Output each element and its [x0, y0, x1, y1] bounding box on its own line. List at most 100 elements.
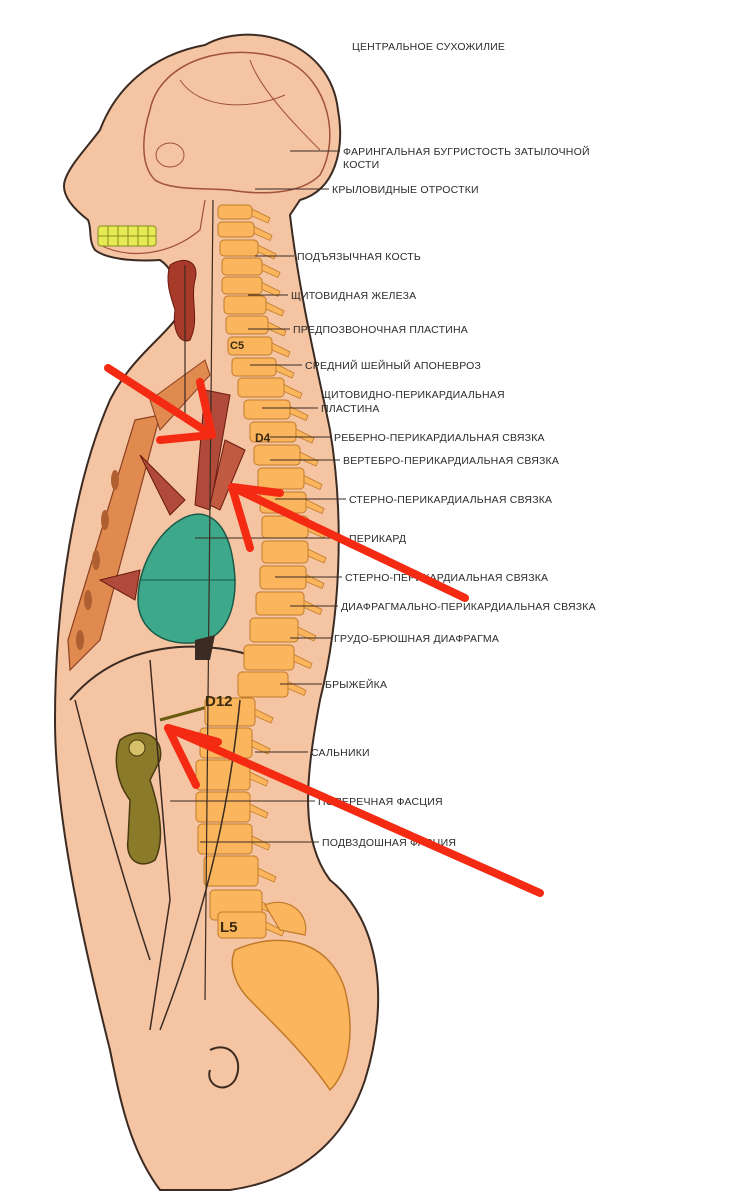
vertebra-label-d12: D12	[205, 693, 233, 710]
label-10: ПЛАСТИНА	[321, 403, 380, 415]
vertebra-10	[237, 377, 285, 398]
costo-pericardial-ligament	[139, 454, 186, 516]
label-2: ФАРИНГАЛЬНАЯ БУГРИСТОСТЬ ЗАТЫЛОЧНОЙ	[343, 145, 590, 158]
label-17: ГРУДО-БРЮШНАЯ ДИАФРАГМА	[334, 633, 499, 645]
label-4: КРЫЛОВИДНЫЕ ОТРОСТКИ	[332, 184, 479, 196]
label-11: РЕБЕРНО-ПЕРИКАРДИАЛЬНАЯ СВЯЗКА	[334, 432, 545, 444]
vertebra-spinous-process-2	[253, 225, 273, 242]
rib-holes	[76, 470, 119, 650]
jaw	[99, 199, 206, 255]
thyroid-gland	[167, 260, 197, 342]
diaphragm	[69, 645, 251, 701]
vertebra-spinous-process-30	[265, 921, 285, 937]
label-13: СТЕРНО-ПЕРИКАРДИАЛЬНАЯ СВЯЗКА	[349, 494, 552, 506]
sterno-pericardial-ligament-lower	[98, 569, 141, 601]
vertebra-21	[243, 644, 295, 671]
vertebra-6	[223, 295, 267, 315]
diaphragm-crus	[195, 635, 215, 660]
pelvis	[231, 939, 351, 1092]
vertebra-19	[255, 591, 305, 616]
vertebra-22	[237, 671, 289, 698]
anterior-abdominal-line	[74, 699, 151, 961]
vertebra-label-c5: C5	[230, 340, 244, 352]
vertebra-spinous-process-18	[305, 573, 325, 590]
iliac-fascia-line	[159, 699, 241, 1031]
vertebra-spinous-process-19	[303, 599, 323, 616]
red-arrow-upper	[104, 364, 216, 439]
label-18: БРЫЖЕЙКА	[325, 678, 387, 691]
abdominal-organ-inner	[128, 739, 146, 757]
vertebra-9	[231, 357, 277, 377]
vertebra-spinous-process-22	[287, 680, 307, 697]
red-arrow-middle-head	[228, 483, 284, 552]
vertebra-spinous-process-8	[271, 342, 291, 358]
vertebra-spinous-process-17	[307, 548, 327, 564]
leader-lines	[170, 150, 346, 843]
vertebra-2	[217, 221, 255, 238]
label-group: ЦЕНТРАЛЬНОЕ СУХОЖИЛИЕ ФАРИНГАЛЬНАЯ БУГРИС…	[291, 41, 596, 849]
vertebra-17	[261, 540, 309, 564]
vertebra-spinous-process-3	[257, 244, 277, 260]
red-arrow-lower	[164, 724, 544, 897]
label-15: СТЕРНО-ПЕРИКАРДИАЛЬНАЯ СВЯЗКА	[345, 572, 548, 584]
vertebra-5	[221, 276, 263, 295]
vertebra-spinous-process-6	[265, 301, 285, 317]
vertebra-14	[257, 467, 305, 490]
vertebra-label-l5: L5	[220, 919, 238, 936]
red-arrow-lower-head	[164, 724, 222, 789]
vertebra-spinous-process-26	[249, 803, 269, 819]
label-8: СРЕДНИЙ ШЕЙНЫЙ АПОНЕВРОЗ	[305, 359, 481, 372]
skull	[143, 51, 331, 194]
vertebra-spinous-process-23	[254, 708, 274, 724]
sacrum	[264, 901, 307, 936]
vertebra-spinous-process-4	[261, 262, 281, 279]
label-3: КОСТИ	[343, 159, 379, 171]
vertebra-spinous-process-24	[251, 739, 271, 755]
transverse-fascia-line	[149, 659, 171, 1031]
label-14: ПЕРИКАРД	[349, 533, 406, 545]
vertebra-11	[243, 399, 291, 420]
label-19: САЛЬНИКИ	[311, 747, 370, 759]
skull-orbit	[155, 142, 185, 168]
red-arrow-middle	[228, 483, 469, 602]
vertebra-13	[253, 444, 301, 466]
vertebra-spinous-process-5	[261, 281, 281, 298]
vertebra-spinous-process-28	[257, 867, 277, 883]
vertebra-spinous-process-13	[299, 451, 319, 467]
label-16: ДИАФРАГМАЛЬНО-ПЕРИКАРДИАЛЬНАЯ СВЯЗКА	[341, 601, 596, 613]
vertebra-spinous-process-9	[275, 363, 295, 379]
vertebra-spinous-process-21	[293, 653, 313, 670]
red-arrow-upper-head	[156, 378, 216, 444]
vertebra-spinous-process-1	[251, 208, 271, 224]
vertebra-spinous-process-12	[295, 428, 315, 444]
vertebra-spinous-process-10	[283, 383, 303, 400]
vertebra-1	[217, 204, 253, 220]
label-7: ПРЕДПОЗВОНОЧНАЯ ПЛАСТИНА	[293, 324, 468, 336]
vertebra-spinous-process-15	[305, 498, 325, 515]
vertebra-spinous-process-11	[289, 405, 309, 422]
middle-cervical-aponeurosis	[149, 359, 211, 431]
vertebra-3	[219, 239, 259, 257]
abdominal-organ	[115, 732, 162, 865]
label-9: ЩИТОВИДНО-ПЕРИКАРДИАЛЬНАЯ	[321, 389, 505, 401]
skull-suture	[179, 79, 286, 106]
vertebra-spinous-process-25	[249, 771, 269, 787]
label-5: ПОДЪЯЗЫЧНАЯ КОСТЬ	[297, 251, 421, 263]
vertebra-28	[203, 855, 259, 887]
vertebra-4	[221, 257, 263, 276]
label-6: ЩИТОВИДНАЯ ЖЕЛЕЗА	[291, 290, 416, 302]
teeth	[97, 225, 157, 247]
skull-suture-2	[249, 59, 321, 151]
vertebra-7	[225, 315, 269, 335]
vertebra-spinous-process-14	[303, 474, 323, 491]
label-12: ВЕРТЕБРО-ПЕРИКАРДИАЛЬНАЯ СВЯЗКА	[343, 455, 559, 467]
vertebra-spinous-process-20	[297, 626, 317, 642]
vertebro-pericardial-ligament	[209, 439, 246, 511]
label-1: ЦЕНТРАЛЬНОЕ СУХОЖИЛИЕ	[352, 41, 505, 53]
vertebra-18	[259, 565, 307, 590]
vertebra-label-d4: D4	[255, 431, 271, 445]
hip-socket	[208, 1046, 240, 1089]
red-arrows	[104, 364, 544, 897]
prevertebral-lamina-line	[204, 199, 214, 1001]
